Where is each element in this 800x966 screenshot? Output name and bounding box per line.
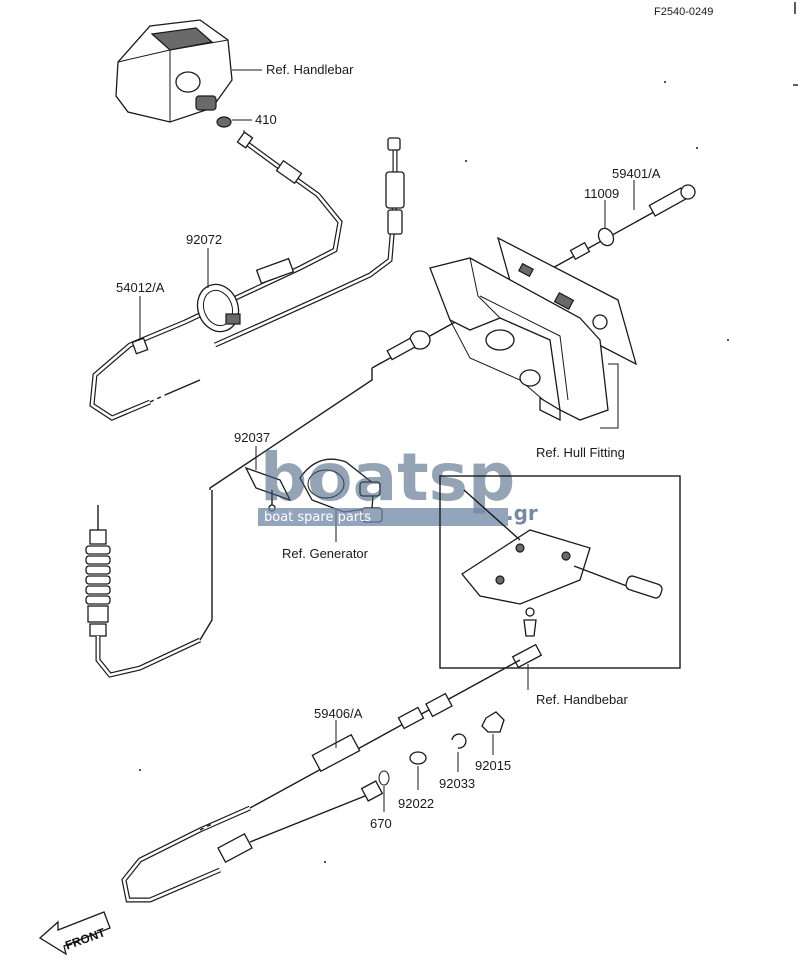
label-59401: 59401/A xyxy=(612,166,661,181)
cable-left-spring xyxy=(85,490,213,678)
washer-92022 xyxy=(409,751,427,765)
label-ref-hull-fitting: Ref. Hull Fitting xyxy=(536,445,625,460)
label-59406: 59406/A xyxy=(314,706,363,721)
hull-fitting xyxy=(429,236,638,429)
washer-410 xyxy=(216,116,232,128)
front-arrow-icon: FRONT xyxy=(38,911,111,956)
oring-670 xyxy=(378,770,390,786)
cable-59406 xyxy=(121,643,543,903)
label-ref-handlebar-top: Ref. Handlebar xyxy=(266,62,354,77)
label-410: 410 xyxy=(255,112,277,127)
label-ref-handbebar: Ref. Handbebar xyxy=(536,692,628,707)
handlebar-inset-box xyxy=(439,475,681,669)
label-670: 670 xyxy=(370,816,392,831)
label-92033: 92033 xyxy=(439,776,475,791)
watermark-main: boatsp xyxy=(260,439,515,516)
handlebar-plate xyxy=(461,489,663,637)
cable-upper-right xyxy=(213,137,405,348)
nut-92015 xyxy=(481,711,505,733)
label-54012: 54012/A xyxy=(116,280,165,295)
handlebar-housing-top xyxy=(115,19,233,123)
label-92072: 92072 xyxy=(186,232,222,247)
label-ref-generator: Ref. Generator xyxy=(282,546,369,561)
lockwasher-92033 xyxy=(451,733,467,749)
label-11009: 11009 xyxy=(584,186,619,201)
label-92015: 92015 xyxy=(475,758,511,773)
watermark-tagline: boat spare parts xyxy=(264,510,371,525)
cable-54012 xyxy=(89,131,343,421)
label-92022: 92022 xyxy=(398,796,434,811)
watermark: boatsp boat spare parts .gr xyxy=(258,439,538,526)
clamp-92072 xyxy=(196,283,241,333)
watermark-suffix: .gr xyxy=(506,501,538,525)
figure-code: F2540-0249 xyxy=(654,6,713,18)
label-92037: 92037 xyxy=(234,430,270,445)
